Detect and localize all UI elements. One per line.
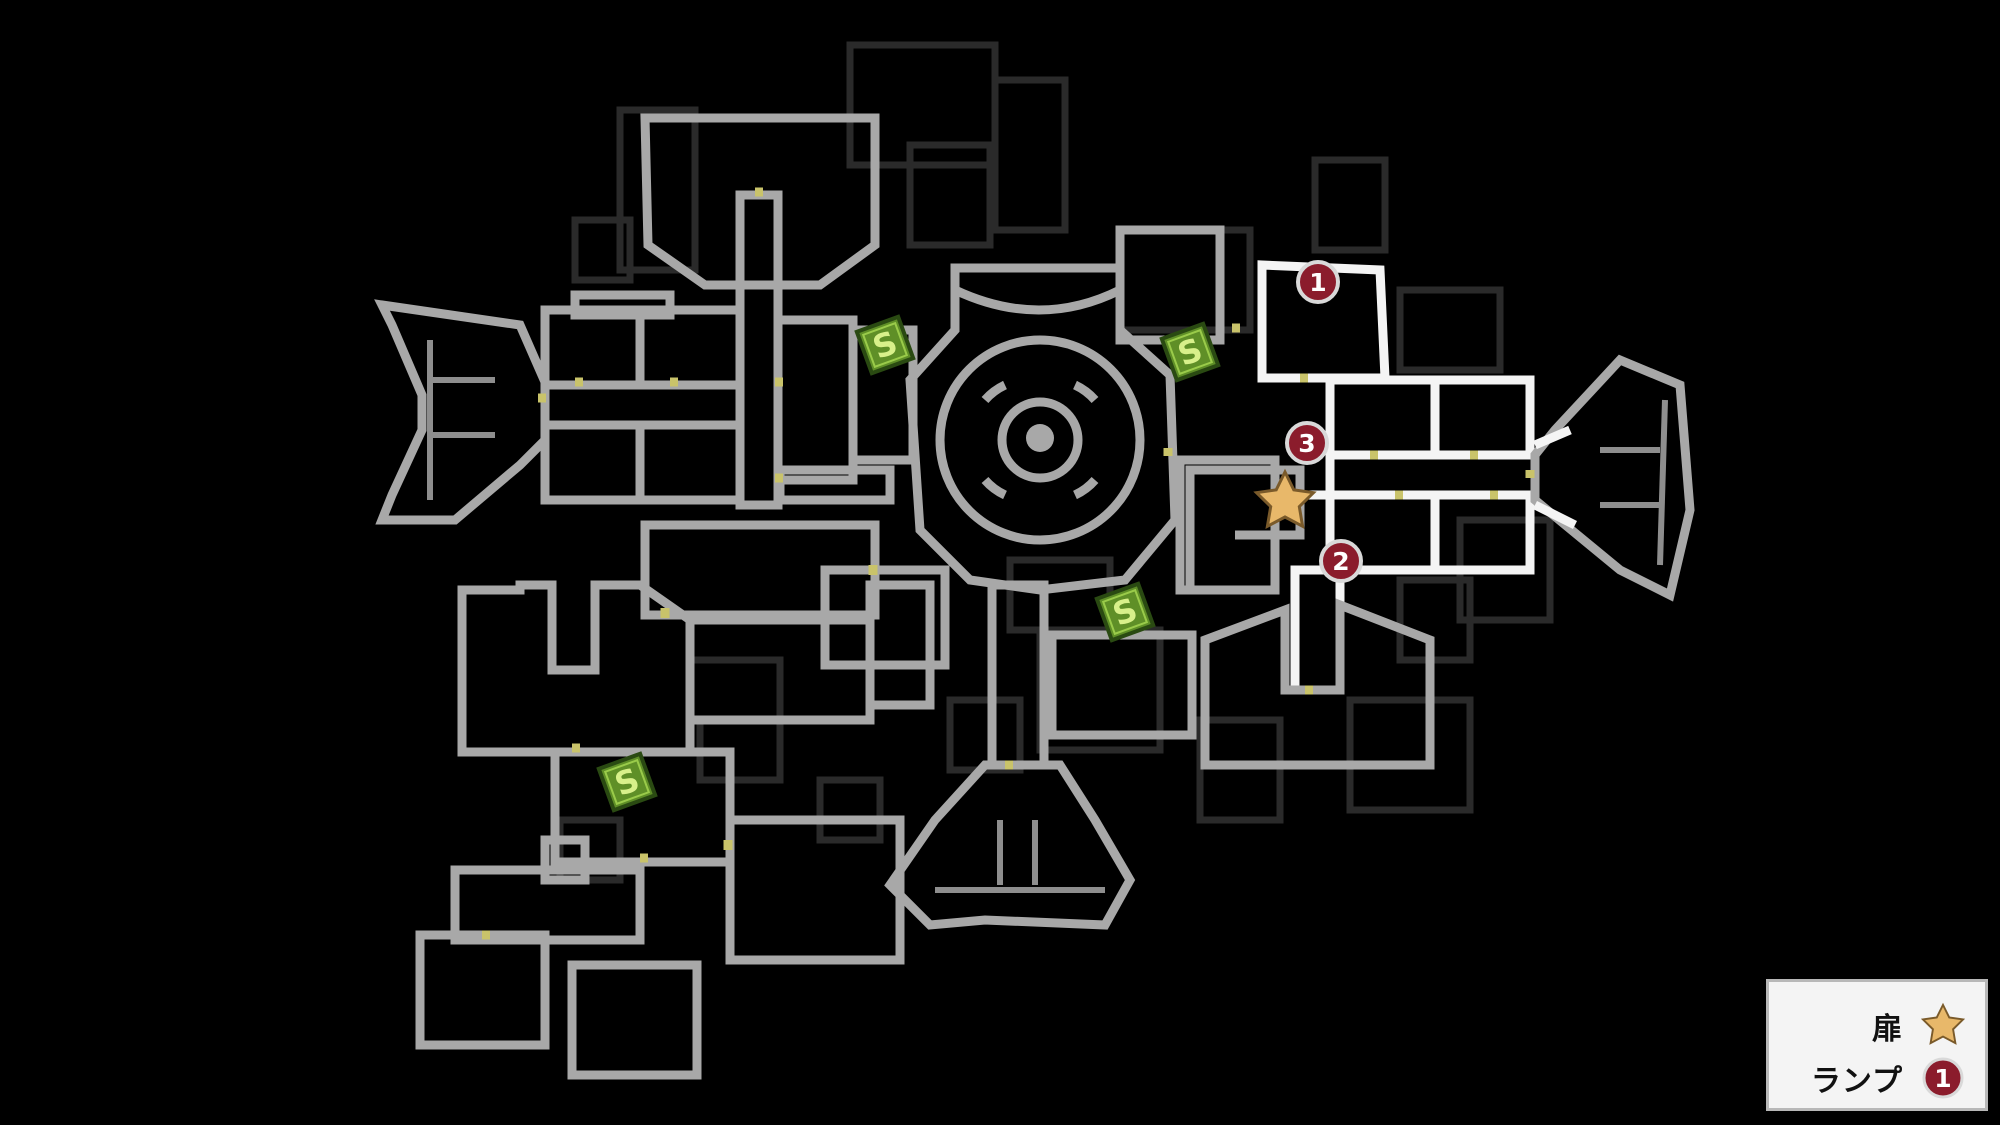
save-points: S S S S	[596, 314, 1221, 813]
save-point-icon[interactable]: S	[596, 751, 658, 813]
right-wing	[1185, 260, 1695, 770]
door-star-icon[interactable]	[1253, 468, 1317, 530]
svg-text:1: 1	[1309, 268, 1326, 297]
doors	[482, 187, 1535, 940]
save-point-icon[interactable]: S	[1094, 581, 1156, 643]
lamp-2-icon[interactable]: 2	[1319, 539, 1363, 583]
legend-door-row: 扉	[1872, 1002, 1967, 1050]
star-icon	[1920, 1002, 1966, 1045]
map-legend: 扉 ランプ 1	[1766, 979, 1988, 1111]
svg-text:1: 1	[1934, 1064, 1951, 1093]
lamps: 1 3 2	[1285, 260, 1363, 583]
save-point-icon[interactable]: S	[1159, 321, 1221, 383]
lamp-3-icon[interactable]: 3	[1285, 421, 1329, 465]
numbered-circle-icon: 1	[1922, 1057, 1964, 1099]
legend-door-label: 扉	[1872, 1012, 1903, 1047]
legend-lamp-row: ランプ 1	[1811, 1054, 1967, 1102]
left-wing	[374, 113, 950, 1080]
save-point-icon[interactable]: S	[854, 314, 916, 376]
svg-text:2: 2	[1332, 547, 1349, 576]
legend-lamp-label: ランプ	[1810, 1064, 1903, 1099]
lamp-1-icon[interactable]: 1	[1296, 260, 1340, 304]
svg-text:3: 3	[1298, 429, 1315, 458]
